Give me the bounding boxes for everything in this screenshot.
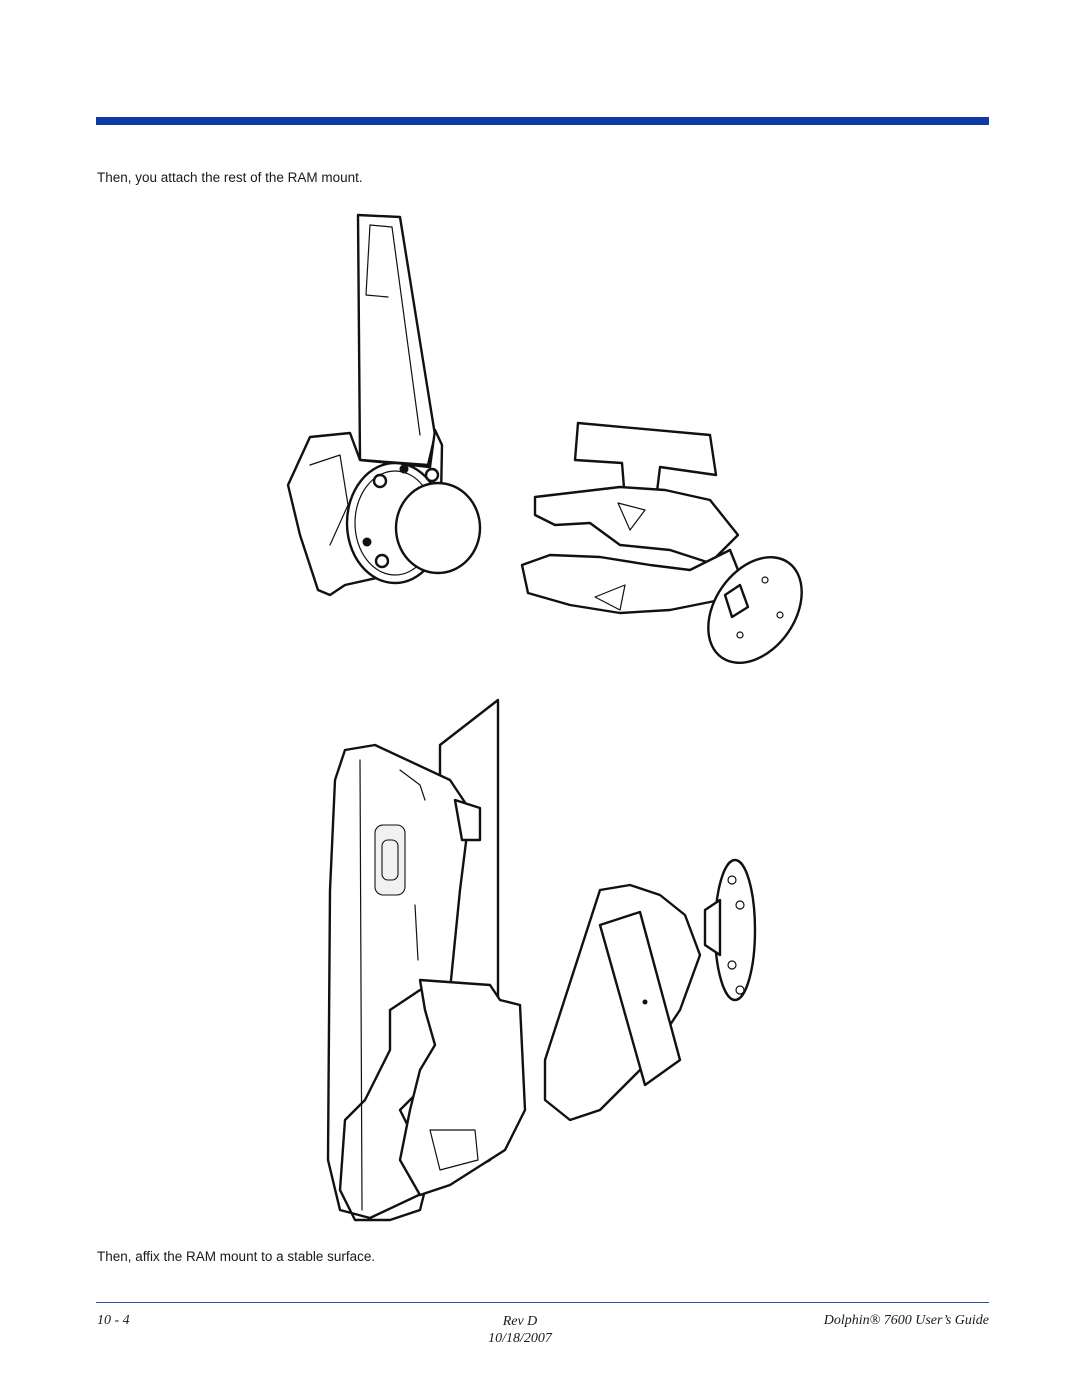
footer-revision: Rev D — [502, 1314, 538, 1329]
cradle-lower — [398, 978, 527, 1197]
mount-ball — [394, 481, 482, 575]
footer-date: 10/18/2007 — [488, 1331, 552, 1346]
socket-arm-upper — [533, 485, 740, 565]
footer-page-number: 10 - 4 — [97, 1313, 130, 1328]
header-bar — [96, 117, 989, 125]
caption-affix-ram-mount: Then, affix the RAM mount to a stable su… — [97, 1249, 376, 1264]
footer-revision-block: Rev D 10/18/2007 — [440, 1313, 600, 1347]
cradle-arm — [356, 213, 437, 467]
base-plate — [707, 556, 803, 664]
footer-rule — [96, 1302, 989, 1303]
ram-mount-parts-illustration — [286, 213, 803, 664]
caption-attach-ram-mount: Then, you attach the rest of the RAM mou… — [97, 170, 363, 185]
footer-guide-title: Dolphin® 7600 User’s Guide — [823, 1313, 989, 1328]
mounted-device-illustration — [326, 698, 757, 1222]
